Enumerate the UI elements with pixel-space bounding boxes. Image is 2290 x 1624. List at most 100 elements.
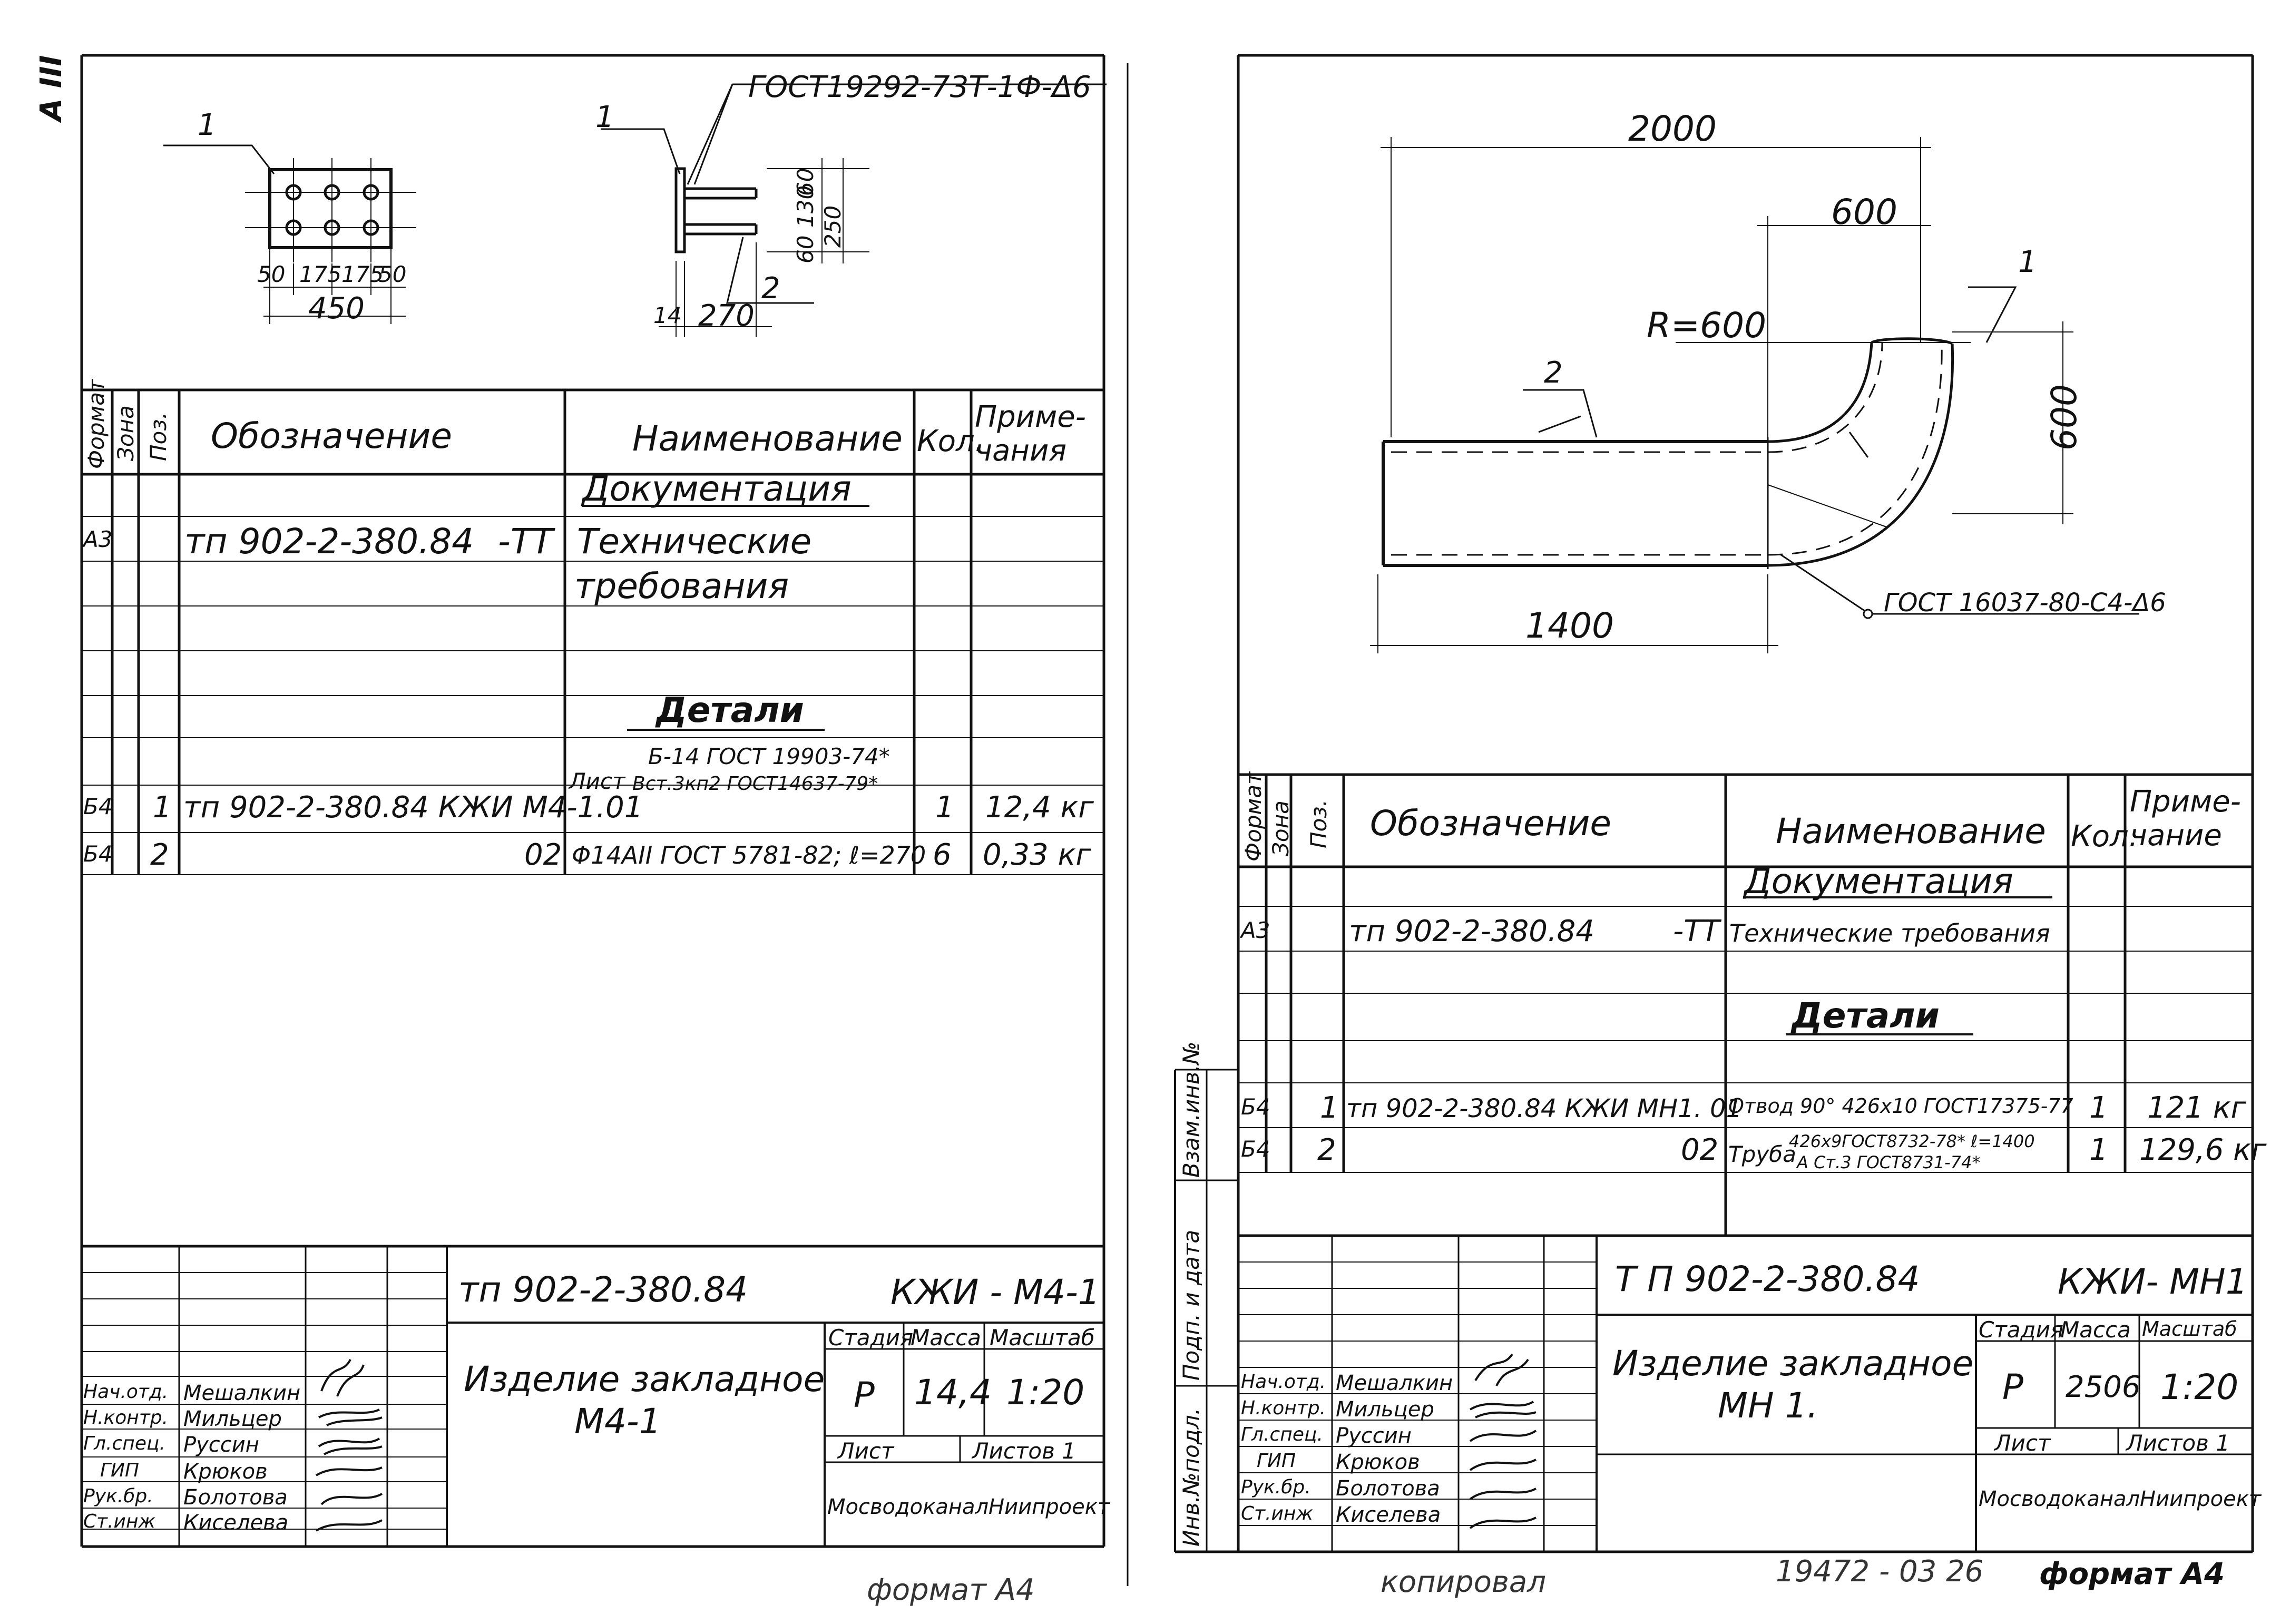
right-tb-stage-h: Стадия [1979, 1317, 2064, 1343]
right-format-note: формат А4 [2039, 1557, 2225, 1591]
left-row1-note: 12,4 кг [985, 790, 1094, 825]
left-tb-title1: Изделие закладное [464, 1359, 825, 1400]
right-row2-name-b: 426х9ГОСТ8732-78* ℓ=1400 [1789, 1131, 2035, 1151]
left-format-note: формат А4 [867, 1573, 1035, 1607]
left-title-block [82, 1245, 1104, 1547]
left-role-0: Нач.отд. [83, 1381, 169, 1403]
right-tb-title2: МН 1. [1718, 1385, 1818, 1426]
left-role-2: Гл.спец. [83, 1433, 165, 1454]
left-row1-format: Б4 [83, 794, 113, 819]
right-person-0: Мешалкин [1336, 1371, 1453, 1395]
right-person-1: Мильцер [1336, 1397, 1434, 1422]
stamp-vzam: Взам.инв.№ [1178, 1041, 1204, 1178]
left-sheet-frame [80, 54, 1129, 1586]
right-row-a3-format: А3 [1241, 917, 1270, 943]
dim-600-side: 600 [2044, 384, 2085, 451]
left-tb-mass-h: Масса [911, 1325, 981, 1351]
right-row1-format: Б4 [1241, 1094, 1270, 1120]
right-pos2-label: 2 [1544, 356, 1563, 390]
right-pipe-drawing [1382, 286, 2139, 619]
left-plate-drawing [163, 144, 416, 324]
right-person-3: Крюков [1336, 1450, 1420, 1474]
left-row2-name: Φ14АII ГОСТ 5781-82; ℓ=270 [572, 841, 926, 869]
right-hdr-zone: Зона [1268, 800, 1294, 856]
dim-270: 270 [698, 299, 755, 333]
right-person-2: Руссин [1336, 1424, 1412, 1448]
right-tb-title1: Изделие закладное [1612, 1343, 1974, 1384]
left-tb-stage: Р [854, 1375, 875, 1415]
right-hdr-designation: Обозначение [1370, 803, 1611, 844]
left-role-1: Н.контр. [83, 1407, 169, 1429]
right-person-4: Болотова [1336, 1476, 1440, 1501]
corner-mark: A III [34, 55, 68, 121]
left-person-0: Мешалкин [183, 1381, 301, 1405]
left-row1-name-b: Вст.3кп2 ГОСТ14637-79* [632, 773, 878, 795]
left-section-documentation: Документация [582, 468, 852, 509]
right-role-0: Нач.отд. [1241, 1371, 1326, 1393]
left-signatures [315, 1359, 383, 1532]
left-row2-qty: 6 [933, 838, 952, 872]
left-tb-code: тп 902-2-380.84 [458, 1269, 748, 1310]
left-hdr-pos: Поз. [145, 412, 171, 461]
dim-radius: R=600 [1647, 305, 1767, 346]
dim-2000: 2000 [1628, 109, 1717, 149]
left-row-a3-name2: требования [574, 566, 789, 606]
left-row-a3-designation: тп 902-2-380.84 [184, 521, 474, 562]
left-row1-designation: тп 902-2-380.84 КЖИ М4-1.01 [183, 790, 643, 825]
left-person-5: Киселева [183, 1511, 289, 1535]
left-person-4: Болотова [183, 1485, 288, 1510]
left-person-1: Мильцер [183, 1407, 282, 1431]
right-role-3: ГИП [1257, 1450, 1296, 1472]
right-signatures [1469, 1353, 1537, 1529]
left-row2-note: 0,33 кг [983, 838, 1091, 872]
right-tb-mark: КЖИ- МН1 [2058, 1261, 2248, 1302]
left-spec-table [82, 388, 1104, 875]
left-tb-mass: 14,4 [914, 1372, 992, 1413]
right-tb-stage: Р [2002, 1367, 2023, 1407]
left-tb-org: МосводоканалНиипроект [827, 1495, 1110, 1519]
left-hdr-name: Наименование [632, 418, 903, 459]
left-row2-pos: 2 [150, 838, 169, 872]
left-person-2: Руссин [183, 1433, 259, 1457]
right-hdr-name: Наименование [1776, 811, 2046, 852]
left-tb-sheets: Листов 1 [972, 1438, 1076, 1464]
left-tb-sheet: Лист [838, 1438, 894, 1464]
left-tb-title2: М4-1 [574, 1401, 661, 1442]
left-tb-stage-h: Стадия [828, 1325, 914, 1351]
left-tb-mark: КЖИ - М4-1 [890, 1272, 1100, 1313]
left-row1-qty: 1 [935, 790, 954, 825]
right-row2-designation: 02 [1681, 1133, 1719, 1167]
left-row2-designation: 02 [524, 838, 562, 872]
right-row1-note: 121 кг [2147, 1091, 2246, 1125]
dim-60b: 60 [792, 235, 818, 263]
left-hdr-zone: Зона [113, 405, 139, 461]
left-row-a3-suffix: -ТТ [498, 521, 553, 562]
right-row-a3-name: Технические требования [1729, 919, 2050, 947]
left-row-a3-name1: Технические [577, 521, 812, 562]
right-hdr-qty: Кол. [2071, 819, 2138, 854]
left-side-pos1-label: 1 [595, 100, 614, 134]
dim-175a: 175 [299, 261, 342, 287]
right-role-1: Н.контр. [1241, 1397, 1326, 1419]
right-row2-pos: 2 [1317, 1133, 1336, 1167]
right-role-2: Гл.спец. [1241, 1424, 1323, 1445]
right-dimension-lines [1370, 137, 2073, 653]
right-hdr-note: Приме-чание [2130, 785, 2241, 853]
left-tb-scale: 1:20 [1006, 1372, 1085, 1413]
right-hdr-format: Формат [1240, 771, 1266, 862]
right-tb-sheets: Листов 1 [2126, 1430, 2230, 1456]
right-section-details: Детали [1792, 995, 1940, 1036]
right-row2-qty: 1 [2089, 1133, 2108, 1167]
dim-50a: 50 [257, 261, 286, 287]
left-row-a3-format: А3 [83, 526, 113, 552]
right-row-a3-suffix: -ТТ [1673, 914, 1720, 948]
dim-130: 130 [792, 185, 818, 228]
right-row1-pos: 1 [1320, 1091, 1339, 1125]
right-row2-name-c: А Ст.3 ГОСТ8731-74* [1797, 1152, 1981, 1172]
dim-14: 14 [653, 302, 682, 328]
right-row2-note: 129,6 кг [2139, 1133, 2267, 1167]
right-tb-mass: 2506 [2066, 1370, 2141, 1404]
dim-600-top: 600 [1831, 192, 1897, 232]
